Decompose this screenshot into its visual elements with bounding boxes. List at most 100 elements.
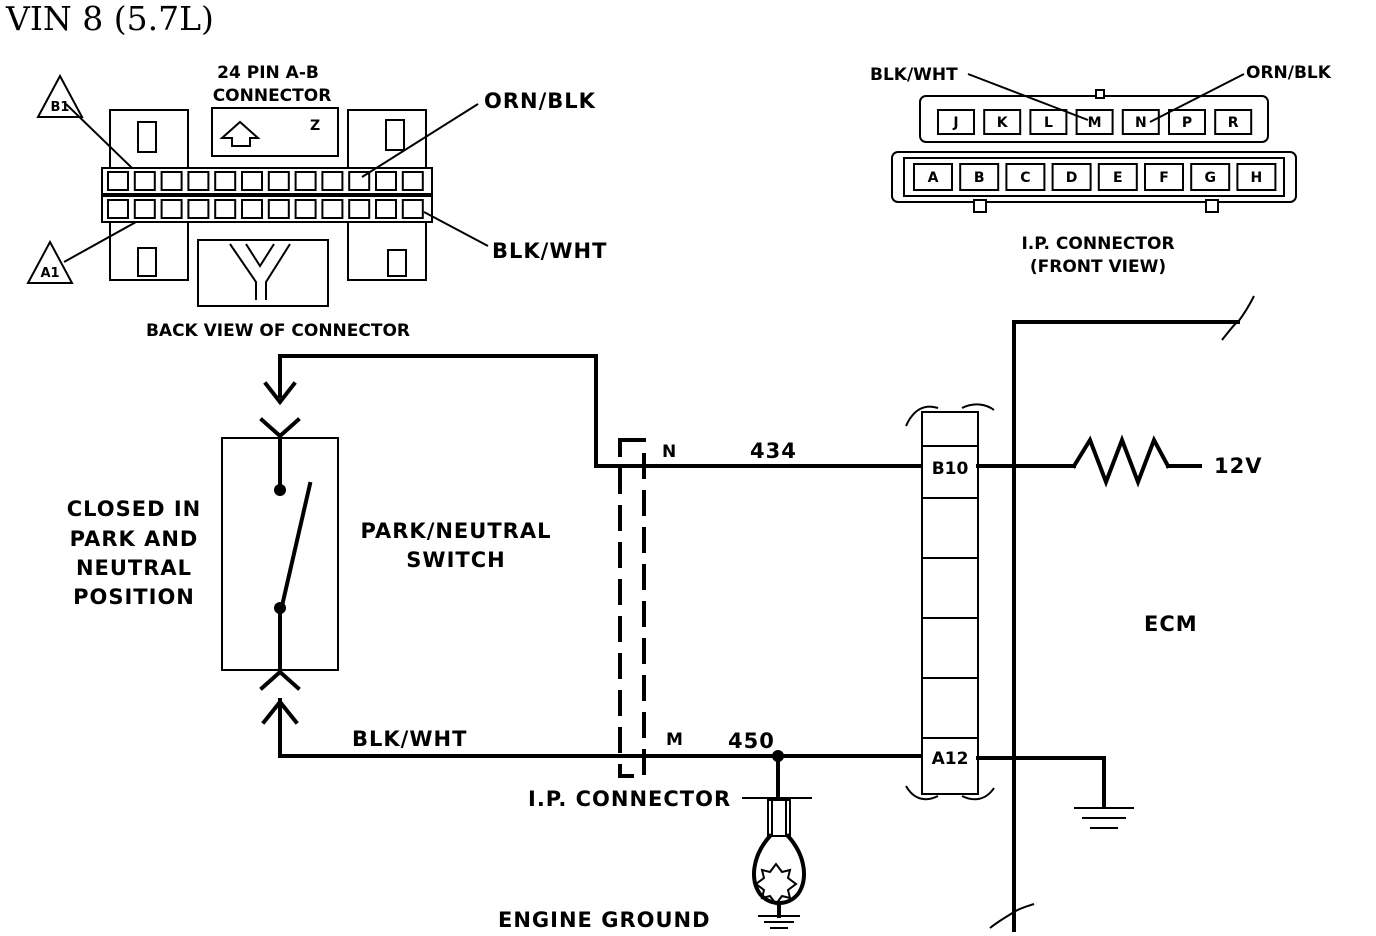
ab-pin-cell (133, 171, 156, 191)
diagram-title: VIN 8 (5.7L) (5, 0, 214, 38)
ab-pin-cell (348, 199, 371, 219)
ab-pin-cell (214, 199, 237, 219)
ab-pin-cell (241, 199, 263, 219)
ground-ring-terminal (752, 833, 806, 905)
ip-pin-cell-d (1051, 163, 1092, 191)
ecm-boundary-break (1221, 295, 1255, 341)
ab-key-mark: Z (310, 118, 320, 134)
ip-pin-n-label: N (662, 442, 676, 462)
switch-state-line3: NEUTRAL (76, 556, 192, 580)
ip-pin-label-h: H (1251, 170, 1263, 186)
ecm: B10 A12 12V ECM (905, 295, 1262, 932)
ip-pin-cell-b (959, 163, 1000, 191)
ab-pin-cell (107, 199, 129, 219)
wire-450-label: 450 (728, 729, 775, 753)
ab-pin-cell (375, 171, 397, 191)
ab-pin-cell (294, 199, 317, 219)
ip-pin-cell-h (1236, 163, 1277, 191)
ground-star-washer-icon (754, 862, 798, 906)
ip-pin-label-m: M (1088, 115, 1102, 131)
circuit-wiring: N 434 M 450 BLK/WHT I.P. CONNECTOR ENGIN… (259, 354, 924, 932)
ip-pin-label-c: C (1020, 170, 1030, 186)
lower-connector-arrow-icon (261, 698, 299, 725)
wire-434 (278, 354, 924, 468)
ab-connector-title-line2: CONNECTOR (213, 86, 332, 106)
switch-upper-contact (274, 484, 286, 496)
upper-connector-arrow-icon (263, 381, 297, 406)
ground-lead-sleeve (767, 799, 791, 837)
switch-blade (279, 481, 313, 609)
ecm-connector (921, 411, 979, 795)
ip-front-callout-orn-blk: ORN/BLK (1246, 63, 1332, 83)
ab-pin-cells (107, 171, 424, 219)
ip-connector-inline (618, 438, 646, 778)
park-neutral-switch: CLOSED IN PARK AND NEUTRAL POSITION PARK… (67, 437, 552, 671)
switch-state-line1: CLOSED IN (67, 497, 202, 521)
ip-pin-label-g: G (1204, 170, 1216, 186)
ab-marker-a1-triangle (26, 239, 74, 284)
ab-pin-cell (241, 171, 263, 191)
ab-pin-cell (214, 171, 237, 191)
switch-state-line4: POSITION (73, 585, 195, 609)
ip-pin-cell-k (983, 109, 1022, 135)
ecm-boundary (1012, 320, 1240, 932)
ip-connector-label: I.P. CONNECTOR (528, 787, 731, 811)
ip-pin-label-a: A (928, 170, 939, 186)
ab-upper-left-tab (109, 109, 189, 171)
ab-callout-orn-blk: ORN/BLK (484, 89, 596, 113)
ip-pin-cell-l (1029, 109, 1068, 135)
switch-state-line2: PARK AND (70, 527, 199, 551)
switch-name-line2: SWITCH (406, 548, 505, 572)
ip-pin-cell-r (1214, 109, 1253, 135)
ip-front-callout-blk-wht: BLK/WHT (870, 65, 958, 85)
ab-pin-cell (401, 171, 424, 191)
ab-pin-cell (133, 199, 156, 219)
ab-marker-b1-label: B1 (51, 100, 70, 115)
ab-pin-cell (375, 199, 397, 219)
ip-pin-cell-j (937, 109, 975, 135)
ab-pin-cell (321, 199, 344, 219)
ab-marker-a1-label: A1 (40, 266, 59, 281)
engine-ground-label: ENGINE GROUND (498, 908, 711, 932)
ab-pin-cell (294, 171, 317, 191)
ab-key-block (211, 107, 339, 157)
ip-pin-label-r: R (1228, 115, 1239, 131)
ecm-supply-voltage: 12V (1214, 454, 1262, 478)
ab-pin-cell (401, 199, 424, 219)
ip-pin-cell-e (1097, 163, 1138, 191)
ip-pin-label-k: K (997, 115, 1009, 131)
ab-pin-cell (321, 171, 344, 191)
ip-pin-label-f: F (1159, 170, 1169, 186)
ip-pin-cell-a (913, 163, 953, 191)
wire-450 (278, 698, 924, 758)
ecm-internal-ground-wire (976, 756, 1106, 808)
ip-pin-cell-p (1168, 109, 1206, 135)
ab-connector-latch (197, 239, 329, 307)
ab-pin-cell (187, 199, 210, 219)
ab-pin-cell (187, 171, 210, 191)
ip-pin-label-l: L (1044, 115, 1053, 131)
ip-pin-cell-f (1144, 163, 1184, 191)
ip-pin-cell-g (1190, 163, 1231, 191)
switch-name-line1: PARK/NEUTRAL (361, 519, 552, 543)
ab-connector-back-view: 24 PIN A-B CONNECTOR Z B1 A1 ORN/BL (26, 63, 606, 341)
ab-lower-left-tab (109, 221, 189, 281)
ab-pin-cell (107, 171, 129, 191)
ab-pin-cell (267, 171, 290, 191)
ip-pin-label-n: N (1135, 115, 1147, 131)
ip-pin-label-d: D (1066, 170, 1078, 186)
ab-pin-cell (160, 171, 183, 191)
ip-pin-label-b: B (974, 170, 985, 186)
ip-pin-m-label: M (666, 730, 683, 750)
switch-bottom-terminal-icon (259, 669, 301, 691)
ab-key-arrow-icon (219, 120, 261, 147)
switch-top-terminal-icon (259, 417, 301, 439)
ecm-pullup-resistor (1071, 434, 1171, 488)
ecm-pin-a12: A12 (932, 749, 969, 769)
ip-pin-cell-n (1121, 109, 1160, 135)
ip-pin-label-j: J (952, 115, 958, 131)
wire-blk-wht-label: BLK/WHT (352, 727, 467, 751)
